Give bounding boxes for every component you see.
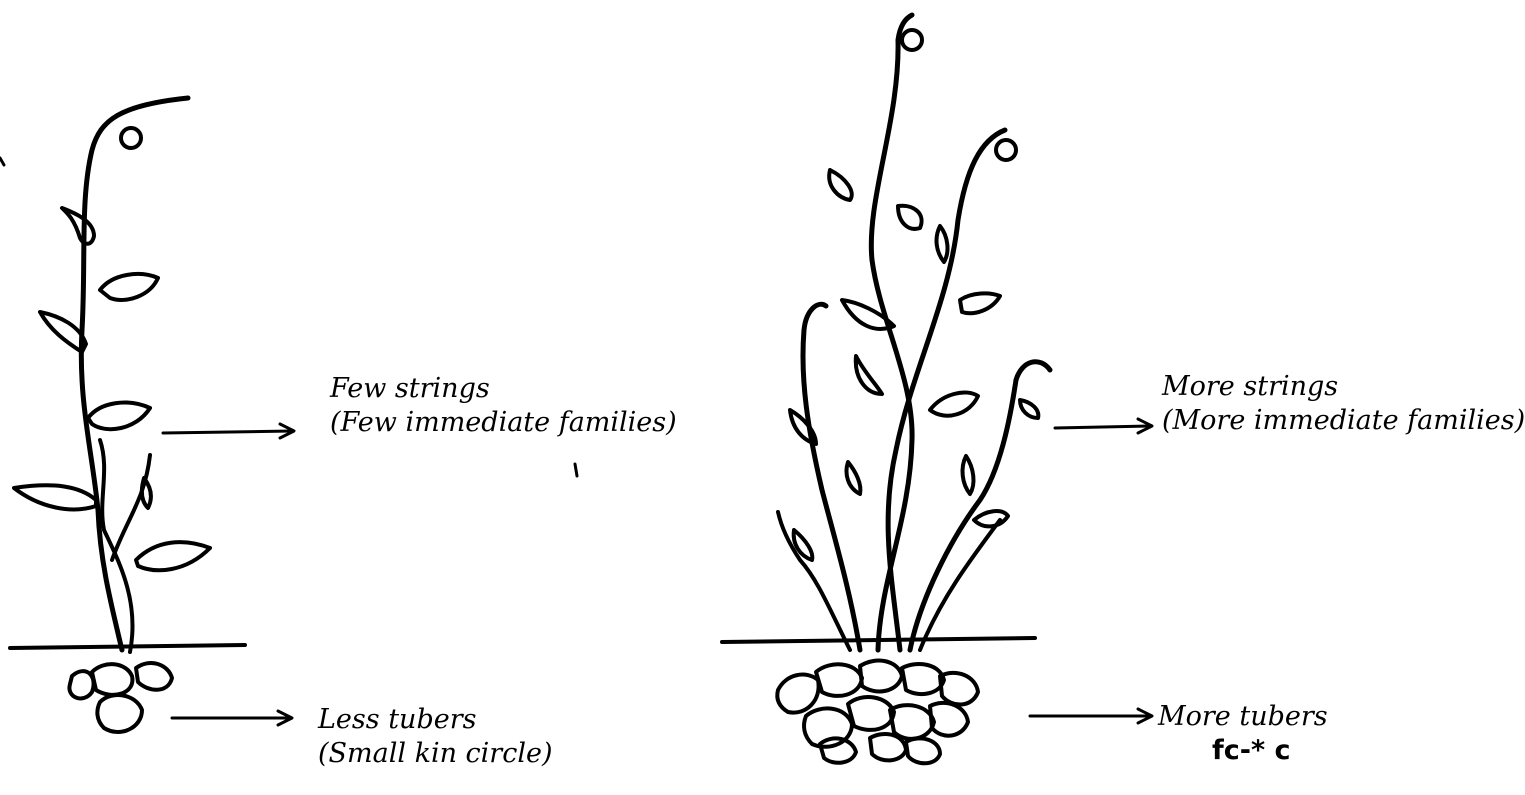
leaf — [937, 226, 948, 262]
leaf — [100, 274, 158, 300]
right-tendril-curl — [996, 140, 1016, 160]
right-plant — [722, 15, 1152, 763]
right-tubers-label: More tubers fc-* c — [1158, 700, 1328, 768]
stray-mark — [575, 464, 577, 476]
tuber — [940, 673, 978, 705]
left-tubers — [69, 663, 172, 732]
right-tendril-curl — [902, 30, 922, 50]
leaf — [62, 208, 94, 244]
tuber — [848, 697, 894, 730]
right-tubers-label-line1: More tubers — [1158, 700, 1328, 734]
leaf — [856, 356, 882, 394]
right-tubers-label-line2: fc-* c — [1158, 734, 1328, 768]
left-tendril-curl — [121, 128, 141, 148]
stray-mark — [0, 158, 4, 165]
leaf — [829, 170, 852, 200]
tuber — [890, 705, 934, 739]
right-strings-label-line2: (More immediate families) — [1162, 404, 1525, 438]
tuber — [97, 695, 142, 732]
left-leaves — [14, 208, 210, 570]
tuber — [906, 738, 940, 763]
left-tubers-label-line1: Less tubers — [318, 703, 552, 737]
tuber — [930, 703, 968, 736]
leaf — [14, 485, 96, 509]
left-strings-label-line1: Few strings — [330, 372, 677, 406]
right-tubers — [777, 661, 978, 764]
leaf — [898, 206, 922, 229]
right-far-left-branch — [778, 512, 850, 650]
leaf — [136, 542, 210, 570]
leaf — [960, 293, 1000, 313]
leaf — [930, 392, 978, 415]
tuber — [777, 675, 818, 713]
left-strings-arrow — [163, 431, 292, 433]
right-strings-arrow — [1055, 426, 1150, 428]
tuber — [902, 664, 944, 694]
left-strings-label: Few strings (Few immediate families) — [330, 372, 677, 440]
leaf — [88, 403, 150, 430]
leaf — [142, 478, 151, 508]
tuber — [816, 664, 862, 696]
leaf — [963, 456, 974, 494]
right-strings-label: More strings (More immediate families) — [1162, 370, 1525, 438]
right-left-hook-stem — [803, 304, 860, 650]
tuber — [870, 734, 906, 760]
left-side-branch — [112, 455, 150, 560]
leaf — [1020, 400, 1038, 418]
left-strings-label-line2: (Few immediate families) — [330, 406, 677, 440]
tuber — [136, 663, 172, 690]
tuber — [69, 671, 93, 698]
left-tubers-label-line2: (Small kin circle) — [318, 737, 552, 771]
leaf — [974, 511, 1008, 526]
left-ground-line — [10, 645, 245, 648]
tuber — [860, 661, 902, 692]
left-plant — [10, 98, 294, 732]
tuber — [92, 664, 132, 695]
right-strings-label-line1: More strings — [1162, 370, 1525, 404]
leaf — [847, 462, 861, 494]
left-tubers-label: Less tubers (Small kin circle) — [318, 703, 552, 771]
